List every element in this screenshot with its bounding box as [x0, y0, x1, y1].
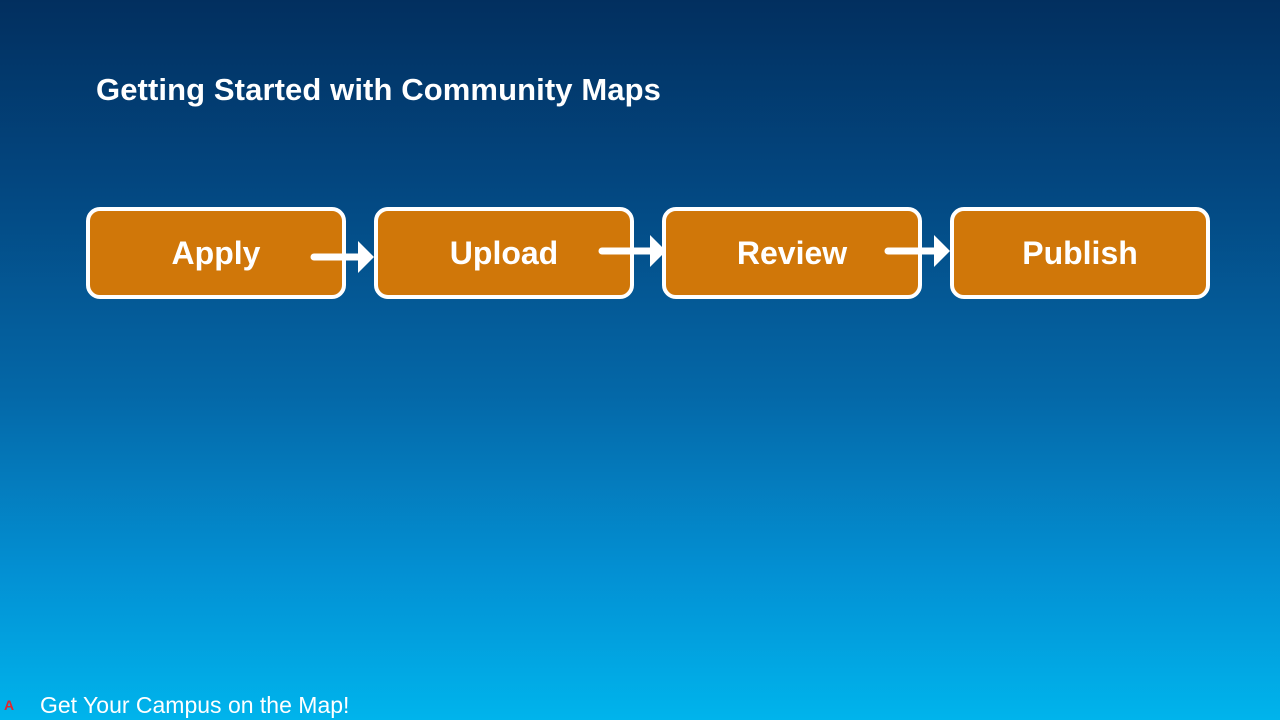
step-upload-label: Upload [449, 234, 559, 271]
step-publish-label: Publish [1022, 234, 1138, 271]
arrow-right-icon [884, 235, 950, 267]
slide-title: Getting Started with Community Maps [96, 72, 661, 107]
arrow-right-icon [310, 241, 374, 273]
step-review-label: Review [736, 234, 848, 271]
footer-text: Get Your Campus on the Map! [40, 692, 350, 718]
step-apply-box: Apply [86, 207, 346, 299]
step-publish-box: Publish [950, 207, 1210, 299]
step-apply-label: Apply [171, 234, 261, 271]
arrow-right-icon [598, 235, 666, 267]
footer-mark: A [4, 697, 15, 713]
